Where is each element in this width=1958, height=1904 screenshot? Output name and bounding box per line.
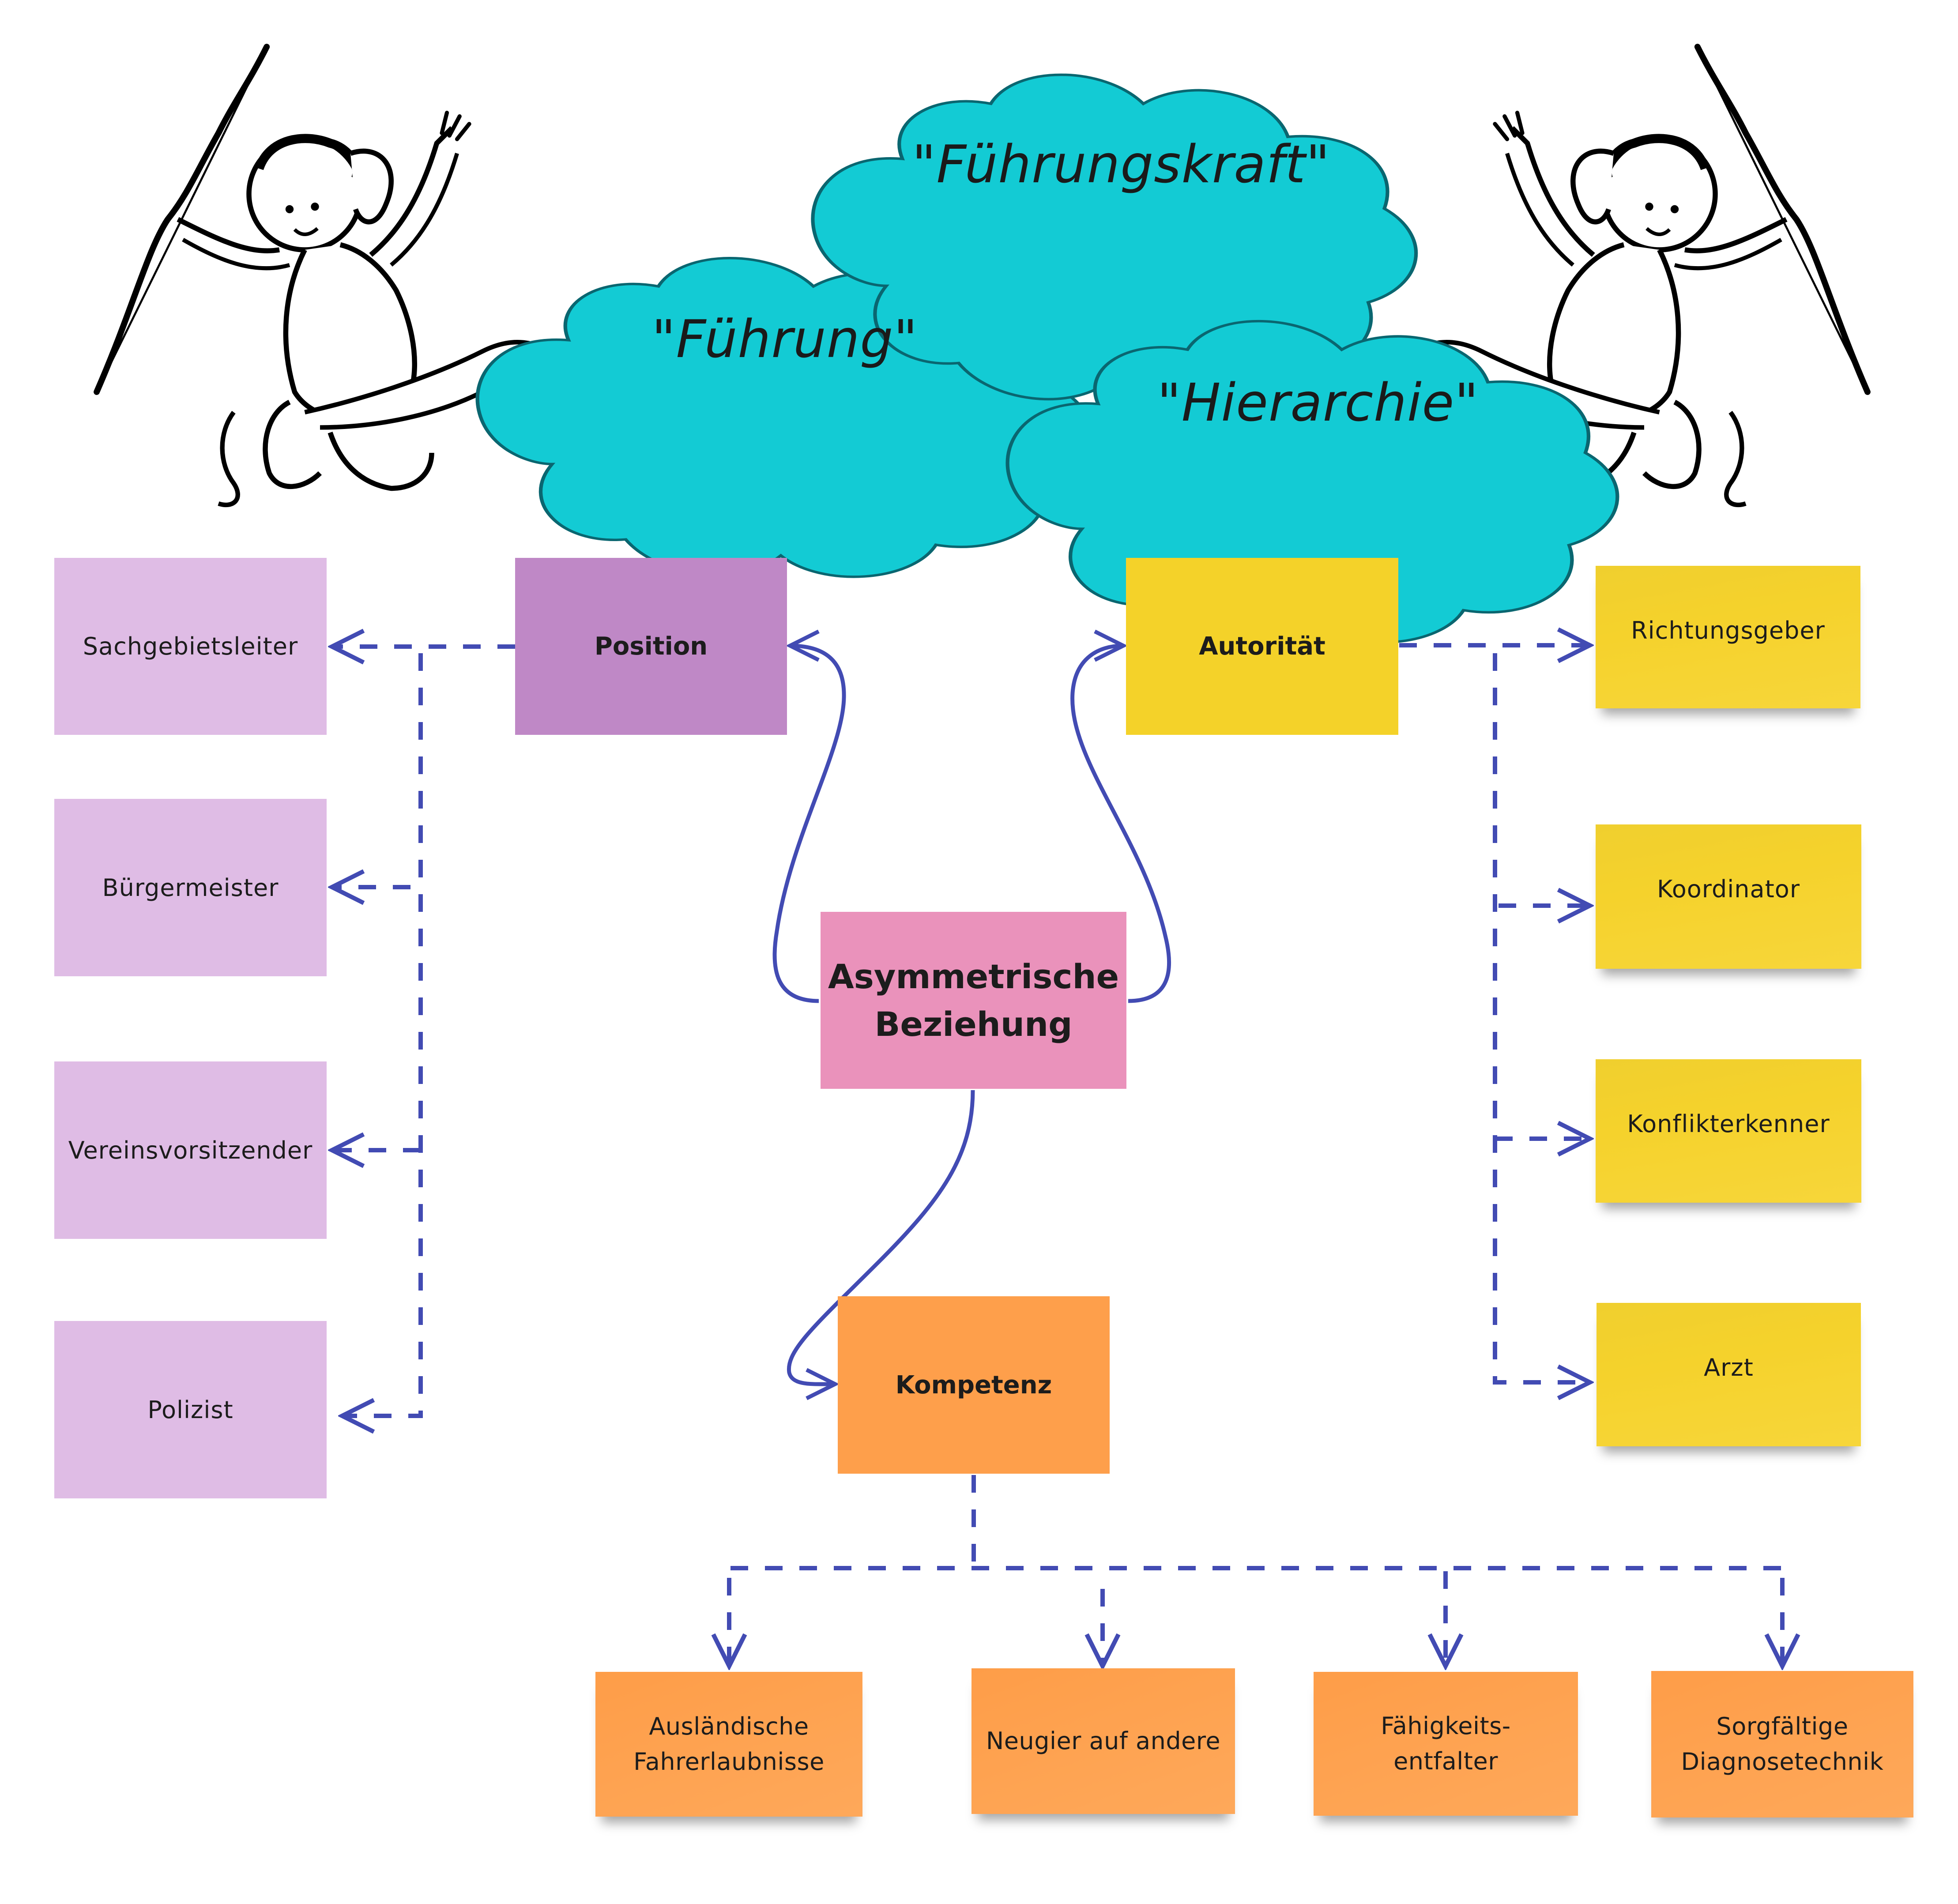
center-line-1: Asymmetrische bbox=[828, 956, 1119, 996]
cherub-left-illustration bbox=[97, 47, 554, 505]
node-label: Sachgebietsleiter bbox=[83, 632, 298, 660]
node-buergermeister[interactable]: Bürgermeister bbox=[54, 799, 327, 976]
autoritaet-connectors bbox=[1399, 645, 1590, 1382]
node-polizist[interactable]: Polizist bbox=[54, 1321, 327, 1498]
cloud-label-fuehrungskraft: "Führungskraft" bbox=[912, 134, 1330, 195]
node-label: Vereinsvorsitzender bbox=[68, 1136, 313, 1164]
sticky-arzt[interactable]: Arzt bbox=[1597, 1303, 1861, 1446]
sticky-label: Konflikterkenner bbox=[1627, 1110, 1830, 1138]
sticky-label-line-2: Diagnosetechnik bbox=[1681, 1748, 1884, 1776]
position-connectors bbox=[332, 647, 515, 1416]
node-position[interactable]: Position bbox=[515, 558, 787, 735]
node-asymmetrische-beziehung[interactable]: Asymmetrische Beziehung bbox=[821, 912, 1126, 1089]
node-position-label: Position bbox=[594, 632, 708, 661]
node-autoritaet-label: Autorität bbox=[1199, 632, 1325, 661]
node-kompetenz[interactable]: Kompetenz bbox=[838, 1296, 1110, 1474]
sticky-label-line-1: Fähigkeits- bbox=[1381, 1712, 1511, 1740]
sticky-label: Arzt bbox=[1704, 1354, 1754, 1381]
sticky-label-line-1: Sorgfältige bbox=[1716, 1712, 1849, 1740]
sticky-label-line-1: Neugier auf andere bbox=[986, 1727, 1221, 1755]
connector-autoritaet-trunk bbox=[1493, 653, 1590, 1382]
curve-center-to-position bbox=[772, 646, 846, 1003]
node-sachgebietsleiter[interactable]: Sachgebietsleiter bbox=[54, 558, 327, 735]
node-kompetenz-label: Kompetenz bbox=[895, 1370, 1052, 1400]
connector-position-trunk bbox=[342, 653, 423, 1416]
sticky-faehigkeitsentfalter[interactable]: Fähigkeits-entfalter bbox=[1314, 1672, 1578, 1816]
sticky-koordinator[interactable]: Koordinator bbox=[1596, 824, 1861, 969]
curve-center-to-autoritaet bbox=[1070, 646, 1171, 1003]
node-label: Polizist bbox=[147, 1396, 233, 1424]
cloud-label-fuehrung: "Führung" bbox=[651, 309, 918, 369]
cloud-label-hierarchie: "Hierarchie" bbox=[1157, 372, 1479, 433]
sticky-label: Koordinator bbox=[1657, 875, 1800, 903]
node-label: Bürgermeister bbox=[102, 873, 279, 902]
sticky-label-line-1: Ausländische bbox=[649, 1712, 809, 1740]
sticky-konflikterkenner[interactable]: Konflikterkenner bbox=[1596, 1059, 1861, 1203]
sticky-label-line-2: entfalter bbox=[1393, 1747, 1498, 1775]
sticky-richtungsgeber[interactable]: Richtungsgeber bbox=[1596, 566, 1860, 708]
node-autoritaet[interactable]: Autorität bbox=[1126, 558, 1398, 735]
sticky-label-line-2: Fahrerlaubnisse bbox=[633, 1748, 825, 1776]
kompetenz-connectors bbox=[729, 1475, 1782, 1666]
center-line-2: Beziehung bbox=[874, 1004, 1073, 1044]
node-vereinsvorsitzender[interactable]: Vereinsvorsitzender bbox=[54, 1061, 327, 1239]
sticky-label: Richtungsgeber bbox=[1631, 617, 1825, 644]
sticky-neugier-auf-andere[interactable]: Neugier auf andere bbox=[971, 1668, 1235, 1814]
